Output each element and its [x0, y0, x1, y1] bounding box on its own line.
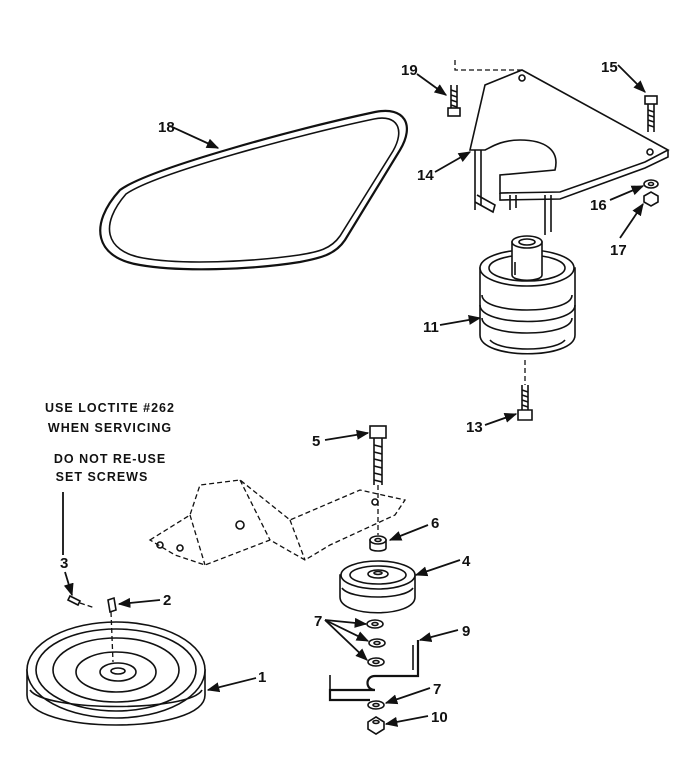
callout-1: 1 — [258, 669, 266, 686]
callout-14: 14 — [417, 167, 434, 184]
callout-5: 5 — [312, 433, 320, 450]
callout-6: 6 — [431, 515, 439, 532]
callout-7-lower: 7 — [433, 681, 441, 698]
bolt-part-5 — [369, 425, 387, 535]
note-loctite-line1: USE LOCTITE #262 — [45, 401, 175, 415]
callout-15: 15 — [601, 59, 618, 76]
washers-part-7 — [366, 619, 386, 710]
spacer-part-6 — [369, 535, 387, 552]
nut-part-10 — [367, 716, 385, 735]
callout-10: 10 — [431, 709, 448, 726]
drive-pulley-part-1 — [26, 621, 206, 726]
notes: USE LOCTITE #262 WHEN SERVICING DO NOT R… — [45, 401, 175, 484]
set-screw-part-3 — [66, 594, 96, 609]
callout-9: 9 — [462, 623, 470, 640]
nut-part-17 — [643, 191, 659, 207]
callout-2: 2 — [163, 592, 171, 609]
note-setscrew-line2: SET SCREWS — [56, 470, 149, 484]
callout-4: 4 — [462, 553, 471, 570]
callout-7-upper: 7 — [314, 613, 322, 630]
double-pulley-part-11 — [479, 235, 576, 355]
key-part-2 — [107, 596, 117, 663]
callout-16: 16 — [590, 197, 607, 214]
v-belt-part-18 — [99, 109, 408, 271]
note-setscrew-line1: DO NOT RE-USE — [54, 452, 166, 466]
washer-part-16 — [643, 179, 659, 189]
mounting-bracket-outline — [148, 479, 407, 566]
callouts: 18 19 15 14 16 17 11 13 5 6 4 7 9 7 10 1… — [60, 59, 627, 726]
leader-lines — [62, 64, 646, 727]
callout-3: 3 — [60, 555, 68, 572]
callout-19: 19 — [401, 62, 418, 79]
note-loctite-line2: WHEN SERVICING — [48, 421, 172, 435]
bolt-part-15 — [644, 95, 658, 132]
bolt-part-19 — [447, 85, 461, 117]
callout-18: 18 — [158, 119, 175, 136]
idler-bracket-part-14 — [454, 60, 670, 235]
callout-17: 17 — [610, 242, 627, 259]
callout-13: 13 — [466, 419, 483, 436]
callout-11: 11 — [423, 319, 439, 336]
bolt-part-13 — [517, 360, 533, 421]
idler-pulley-part-4 — [339, 560, 416, 614]
bent-rod-part-9 — [328, 640, 420, 702]
